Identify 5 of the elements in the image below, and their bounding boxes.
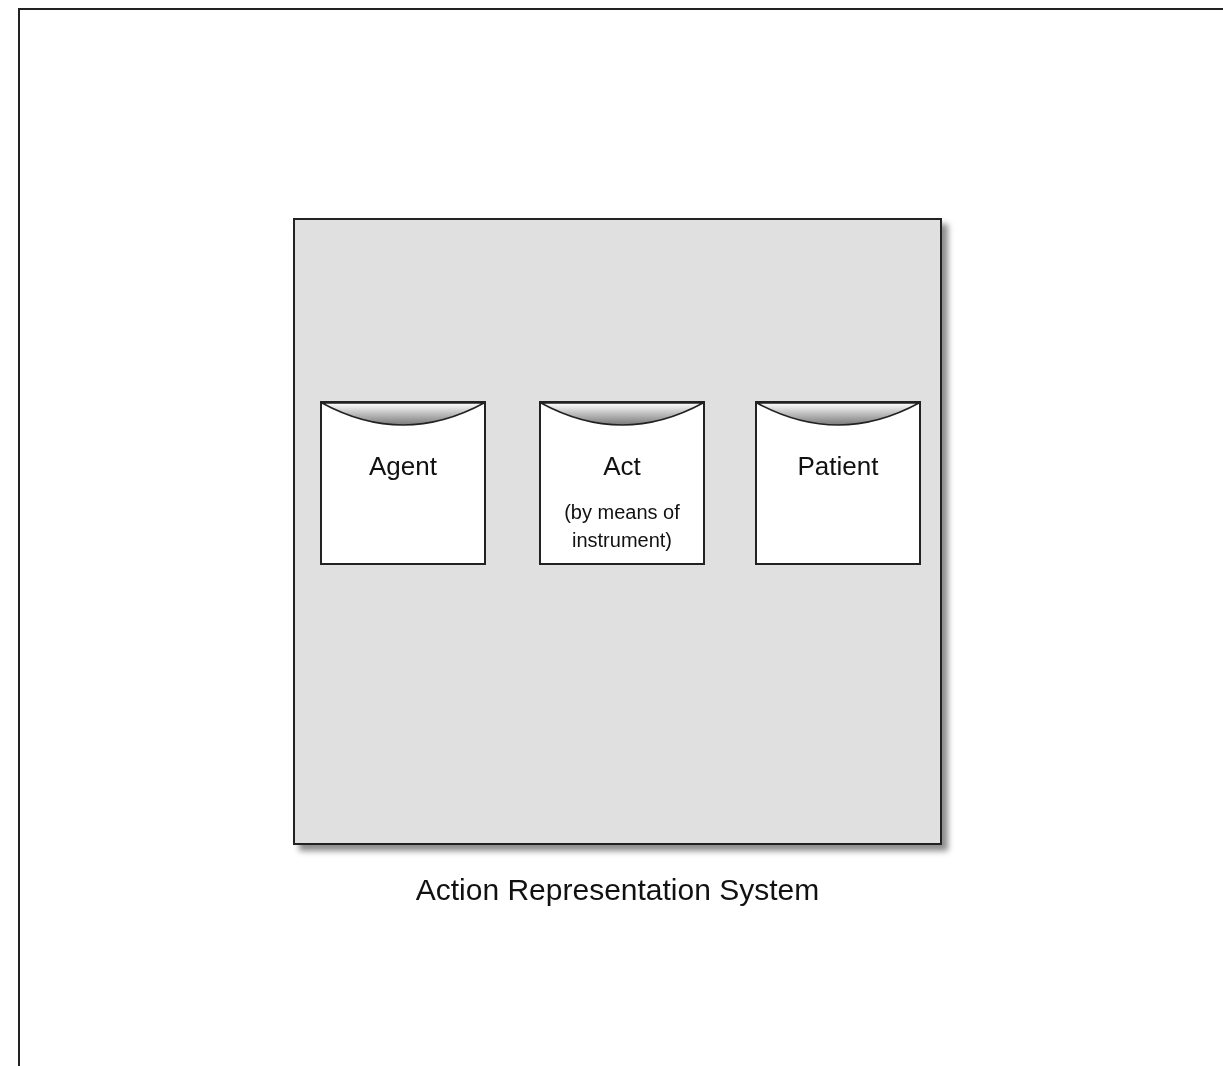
slot-heading: Agent	[368, 451, 438, 482]
container-title: Action Representation System	[414, 873, 821, 907]
slot-heading: Patient	[796, 451, 880, 482]
slot-heading: Act	[602, 451, 642, 482]
slot-note: (by means of instrument)	[563, 500, 681, 553]
